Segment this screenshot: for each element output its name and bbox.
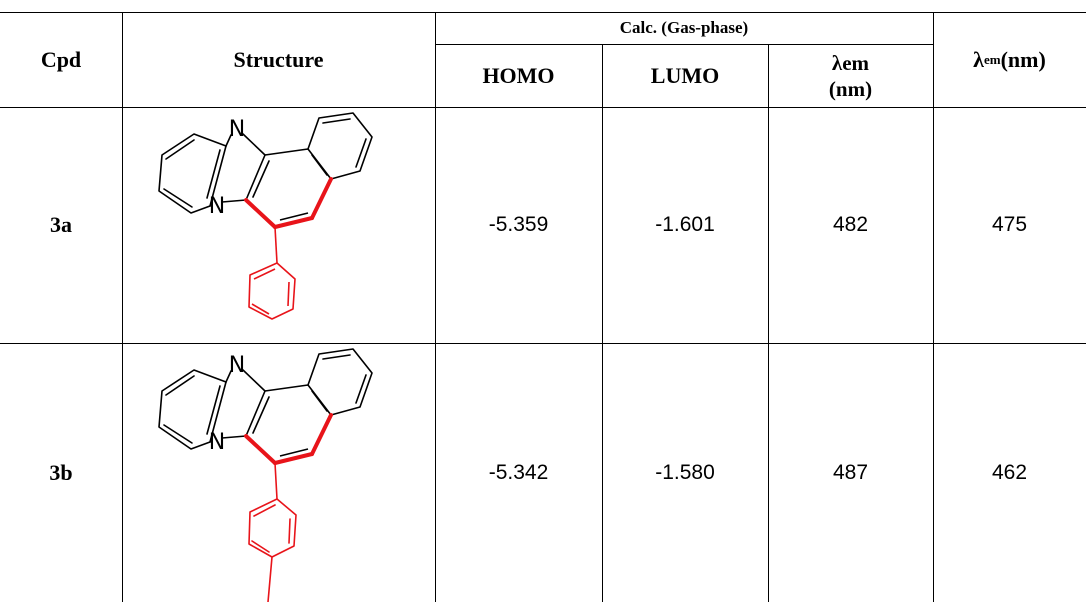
- cell-lambda-calc: 482: [832, 213, 869, 236]
- header-calc-group: Calc. (Gas-phase): [619, 18, 749, 37]
- atom-n-top: N: [229, 353, 245, 378]
- column-divider-3: [602, 44, 603, 602]
- cell-lambda-calc: 487: [832, 460, 869, 484]
- structure-3a: N N: [158, 112, 373, 320]
- header-lambda-em-calc: λem (nm): [768, 44, 933, 107]
- atom-n-bridge: N: [209, 430, 225, 455]
- cell-lambda-exp: 475: [991, 213, 1028, 236]
- row-divider: [0, 343, 1086, 344]
- header-bottom-border: [0, 107, 1086, 108]
- cell-homo: -5.342: [488, 460, 549, 484]
- header-lumo: LUMO: [650, 62, 720, 88]
- cell-lumo: -1.580: [655, 460, 715, 484]
- column-divider-1: [122, 12, 123, 602]
- header-homo: HOMO: [482, 62, 555, 88]
- atom-n-top: N: [229, 117, 245, 142]
- header-cpd: Cpd: [40, 46, 82, 72]
- header-structure: Structure: [233, 46, 324, 72]
- atom-n-bridge: N: [209, 194, 225, 219]
- column-divider-5: [933, 12, 934, 602]
- cell-homo: -5.359: [488, 213, 549, 236]
- cell-lambda-exp: 462: [991, 460, 1028, 484]
- table-top-border: [0, 12, 1086, 13]
- cell-cpd: 3b: [49, 459, 73, 485]
- calc-group-underline: [435, 44, 933, 45]
- header-lambda-unit: (nm): [1000, 46, 1046, 72]
- structure-3b: N N: [158, 348, 373, 602]
- header-lambda-symbol: λ: [973, 46, 984, 72]
- column-divider-2: [435, 12, 436, 602]
- cell-cpd: 3a: [50, 212, 72, 237]
- header-lambda-subscript: em: [983, 51, 1001, 67]
- cell-lumo: -1.601: [655, 213, 715, 236]
- header-lambda-em-calc-line2: (nm): [828, 76, 873, 101]
- header-lambda-em-calc-line1: λem: [831, 50, 870, 75]
- column-divider-4: [768, 44, 769, 602]
